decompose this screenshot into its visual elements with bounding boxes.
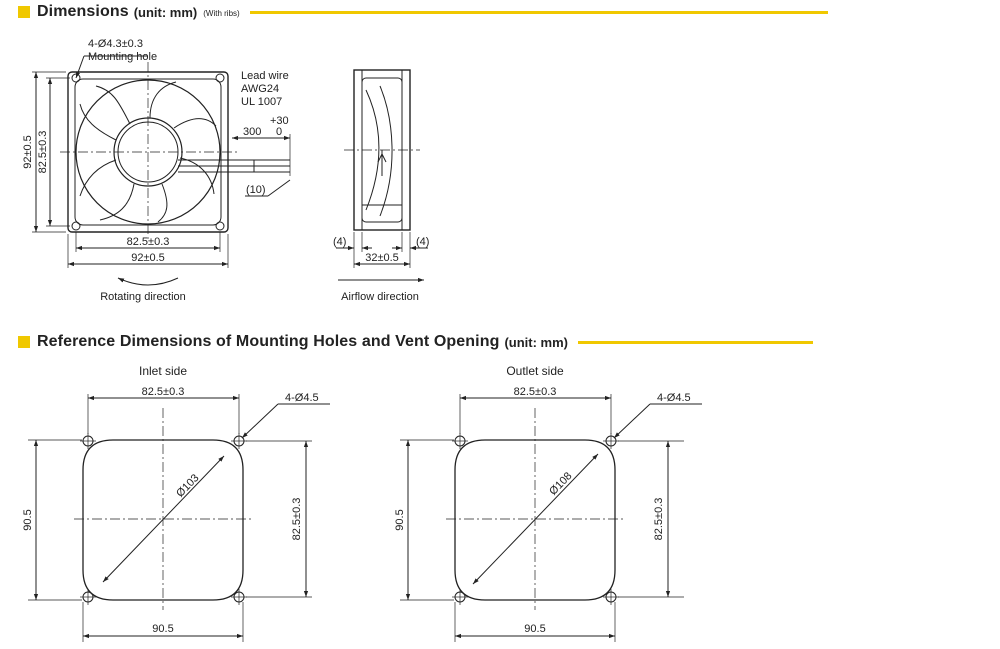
depth-dimension: 32±0.5 [365,252,399,264]
inlet-width-dimension: 90.5 [152,623,173,635]
pitch-height-dimension: 82.5±0.3 [37,131,49,174]
mounting-hole-label: Mounting hole [88,51,157,63]
outer-width-dimension: 92±0.5 [131,252,165,264]
section-title: Dimensions [37,3,129,20]
outlet-side-caption: Outlet side [506,364,564,378]
mounting-hole-icon [71,221,81,231]
outlet-height-dimension: 90.5 [394,509,406,530]
rib-right-dimension: (4) [416,236,429,248]
inlet-hole-spec: 4-Ø4.5 [285,392,319,404]
outlet-side-drawing [400,394,702,642]
rib-left-dimension: (4) [333,236,346,248]
section-header-dimensions: Dimensions (unit: mm) (With ribs) [18,0,848,24]
section-title: Reference Dimensions of Mounting Holes a… [37,333,500,350]
outer-height-dimension: 92±0.5 [22,135,34,169]
section-rule [249,10,828,14]
lead-length-dimension: 300 [243,126,261,138]
inlet-height-dimension: 90.5 [22,509,34,530]
outlet-pitch-top-dimension: 82.5±0.3 [514,386,557,398]
section-note: (With ribs) [203,9,240,18]
mounting-hole-icon [215,221,225,231]
hole-spec-label: 4-Ø4.3±0.3 [88,38,143,50]
pitch-width-dimension: 82.5±0.3 [127,236,170,248]
section-marker-icon [18,6,30,18]
lead-wire-gauge: AWG24 [241,83,279,95]
lead-length-tolerance: +30 [270,115,289,127]
section-unit: (unit: mm) [504,334,568,350]
outlet-diameter-dimension: Ø108 [547,470,574,498]
airflow-direction-label: Airflow direction [341,291,419,303]
inlet-diameter-dimension: Ø103 [174,472,201,500]
outlet-width-dimension: 90.5 [524,623,545,635]
rotating-direction-label: Rotating direction [100,291,186,303]
lead-length-tolerance-lower: 0 [276,126,282,138]
lead-wire-standard: UL 1007 [241,96,282,108]
fan-front-view [32,55,291,286]
mounting-hole-icon [215,73,225,83]
outlet-hole-spec: 4-Ø4.5 [657,392,691,404]
section-unit: (unit: mm) [133,4,198,20]
inlet-side-drawing [28,394,330,642]
section-rule [577,340,813,344]
strip-length-dimension: (10) [246,184,266,196]
inlet-pitch-side-dimension: 82.5±0.3 [291,498,303,541]
outlet-pitch-side-dimension: 82.5±0.3 [653,498,665,541]
fan-side-view [336,69,428,283]
inlet-pitch-top-dimension: 82.5±0.3 [142,386,185,398]
section-header-reference: Reference Dimensions of Mounting Holes a… [18,330,848,354]
inlet-side-caption: Inlet side [139,364,187,378]
section-marker-icon [18,336,30,348]
lead-wire-label: Lead wire [241,70,289,82]
